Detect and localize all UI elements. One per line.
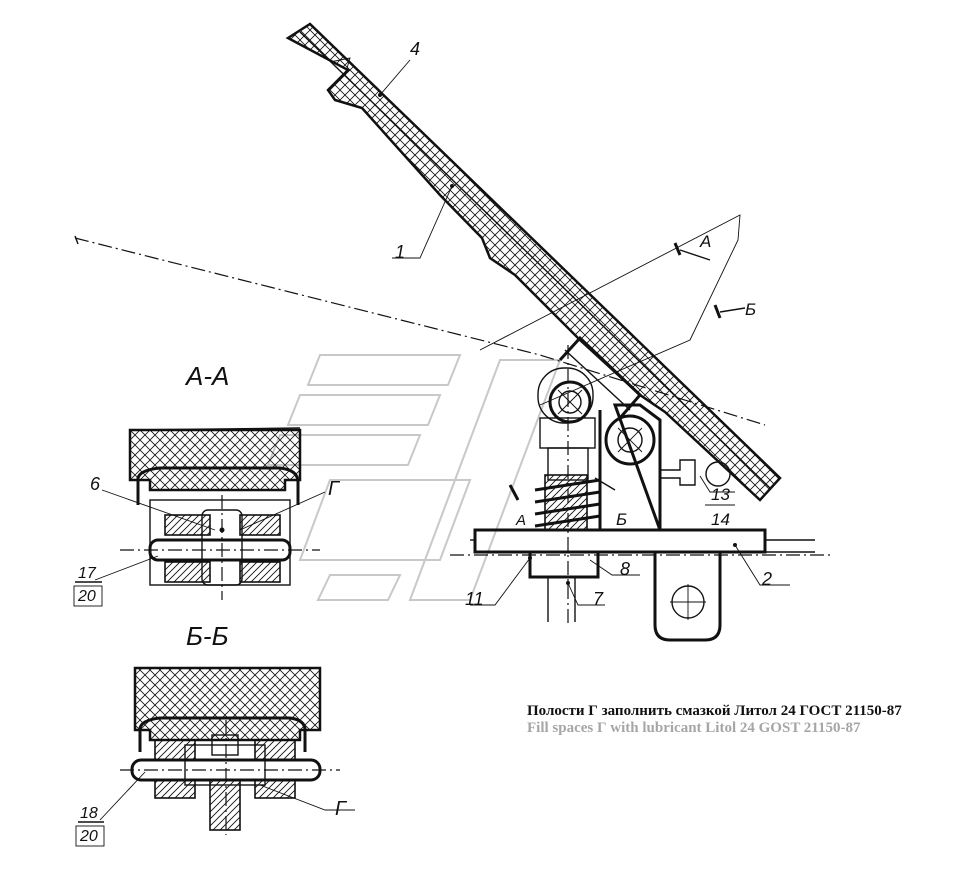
callout-20-b: 20: [79, 828, 98, 845]
lower-roller: [604, 414, 656, 466]
roller-bracket: [598, 403, 662, 531]
note-english: Fill spaces Г with lubricant Litol 24 GO…: [527, 720, 861, 736]
callout-20-a: 20: [77, 588, 96, 605]
lower-bushing: [528, 550, 600, 579]
pedal-pad: [285, 22, 782, 502]
callout-18: 18: [80, 805, 98, 822]
callout-g-aa: Г: [328, 478, 341, 500]
callout-13: 13: [711, 485, 730, 504]
callout-g-bb: Г: [335, 798, 348, 820]
callout-2: 2: [761, 569, 772, 589]
callout-8: 8: [620, 559, 630, 579]
callout-4: 4: [410, 39, 420, 59]
section-aa-title: А-А: [184, 361, 229, 391]
note-russian: Полости Г заполнить смазкой Литол 24 ГОС…: [527, 703, 902, 719]
base-plate: [473, 528, 767, 554]
cut-mark-b-top: Б: [745, 300, 756, 319]
bb-stem: [209, 779, 241, 831]
callout-6: 6: [90, 474, 101, 494]
cut-mark-b-bottom: Б: [616, 510, 627, 529]
watermark-logo: [266, 354, 562, 601]
callout-14: 14: [711, 510, 730, 529]
main-view-leaders: [378, 59, 790, 606]
callout-11: 11: [465, 589, 484, 609]
callout-1: 1: [395, 242, 405, 262]
pedal-assembly: [74, 22, 830, 642]
callout-17: 17: [78, 565, 97, 582]
section-bb: [78, 666, 355, 835]
cut-mark-a-bottom: А: [515, 512, 526, 529]
callout-7: 7: [593, 589, 604, 609]
upper-roller: [548, 380, 592, 424]
labels: А-А Б-Б 1 4 2 7 8 11 13 14 6 Г 17 20 18 …: [73, 39, 902, 847]
mounting-lug: [653, 552, 722, 642]
return-spring: [534, 474, 601, 531]
section-aa: [75, 427, 326, 600]
cut-mark-a-top: А: [699, 232, 711, 251]
section-bb-title: Б-Б: [186, 621, 229, 651]
grease-nipple: [660, 459, 696, 486]
